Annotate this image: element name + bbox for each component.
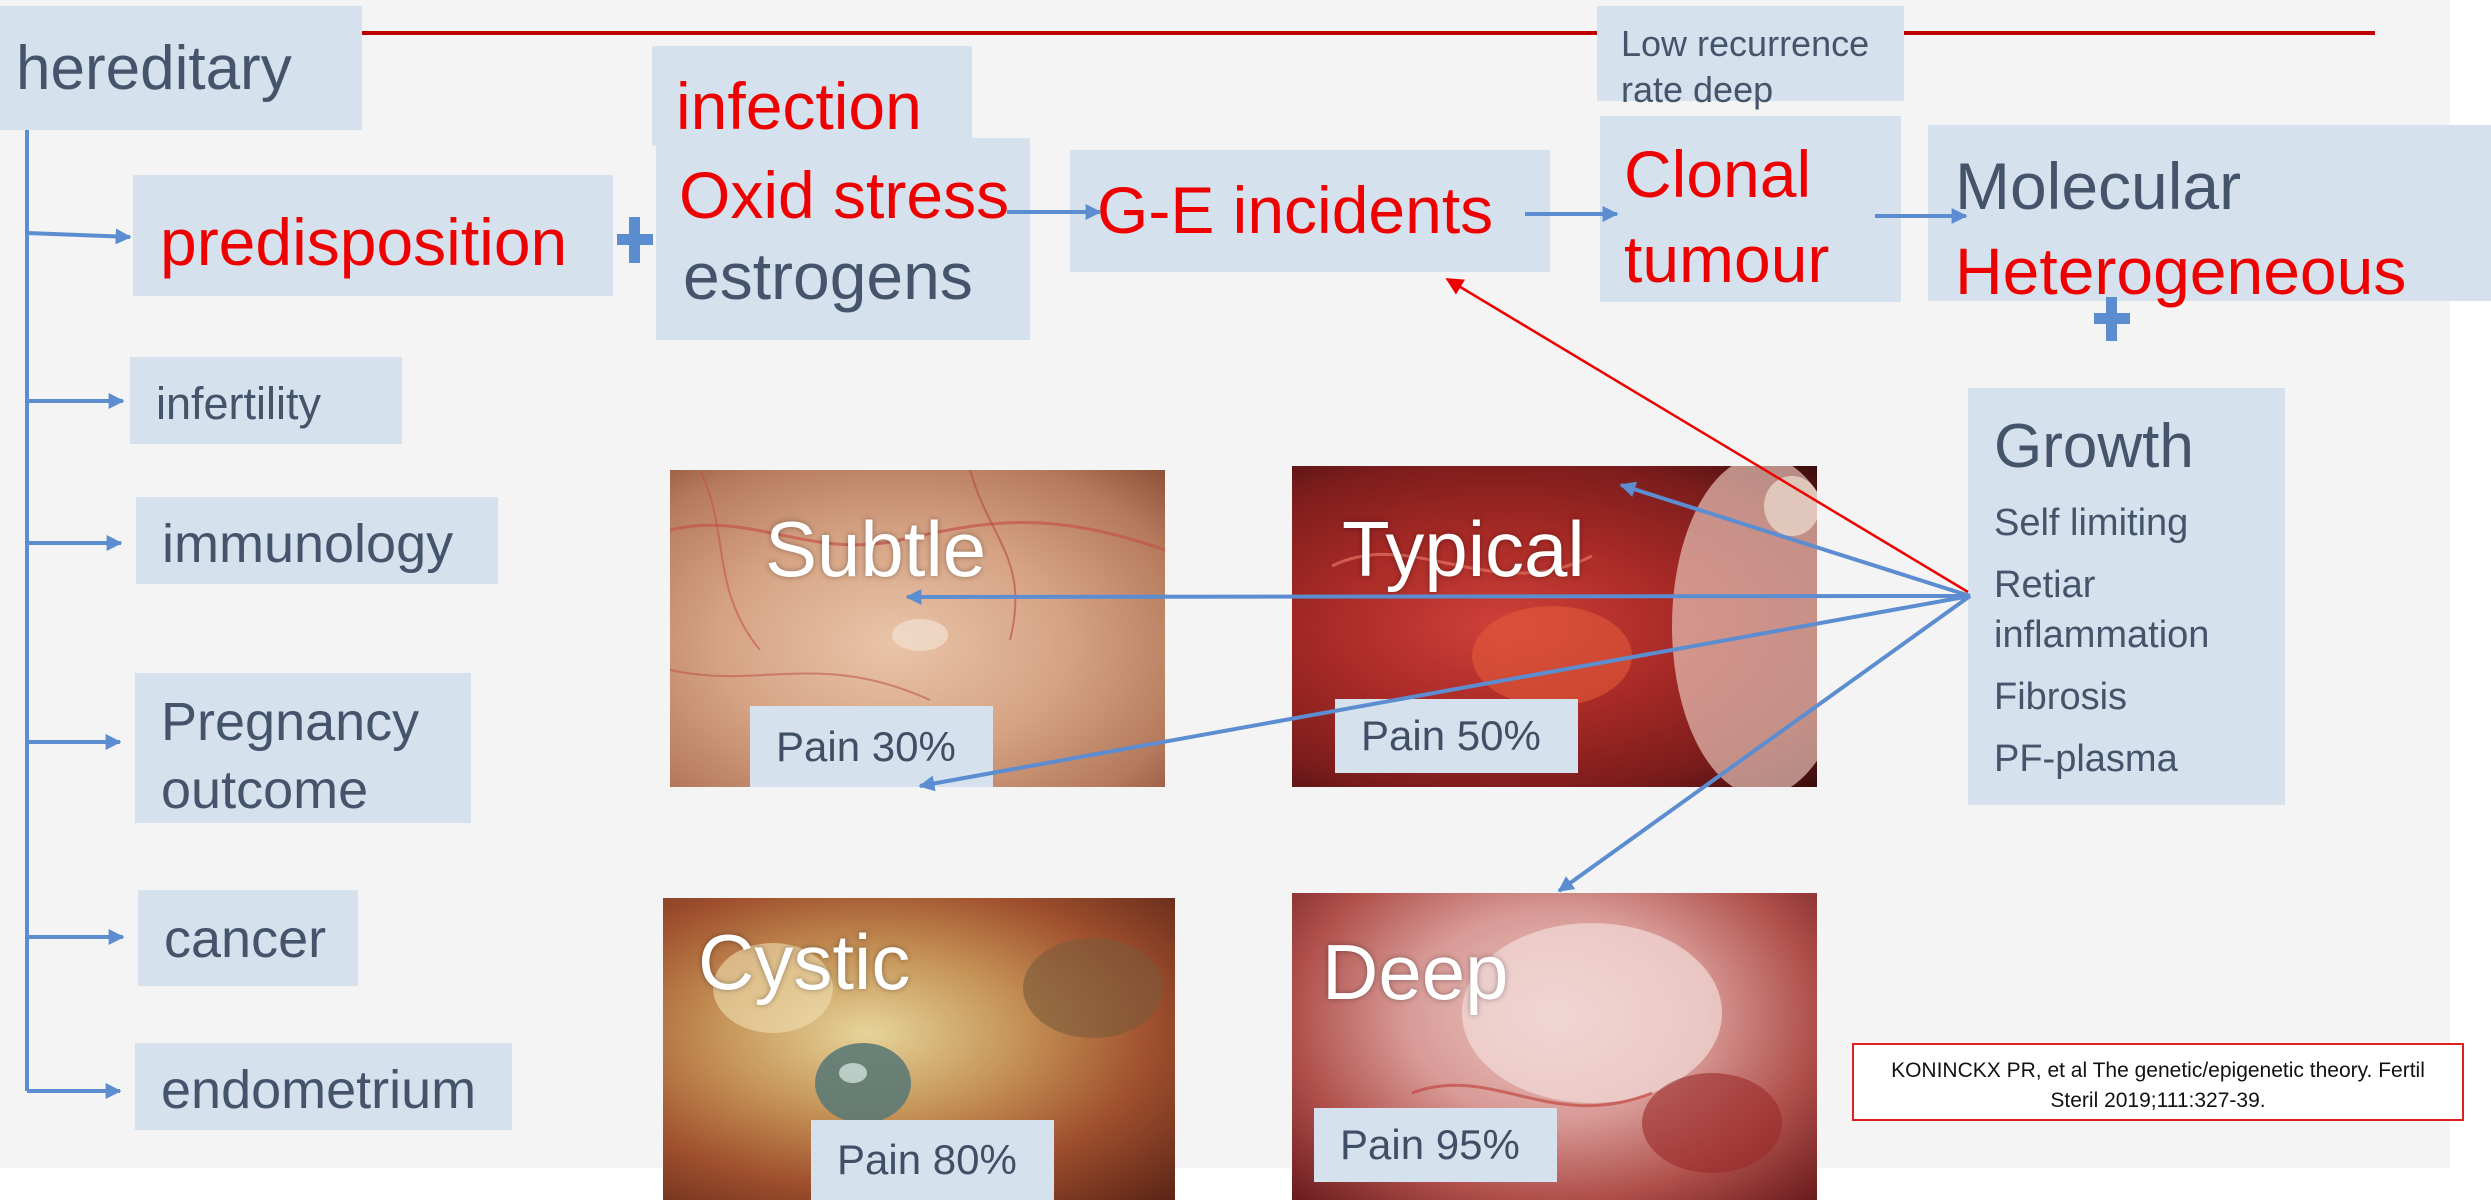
growth-arrow (1621, 485, 1970, 596)
growth-arrow (920, 596, 1970, 786)
feedback-arrow (1447, 279, 1968, 592)
branch-arrow (27, 233, 130, 237)
growth-arrow (1559, 596, 1970, 891)
growth-arrow (907, 596, 1970, 597)
